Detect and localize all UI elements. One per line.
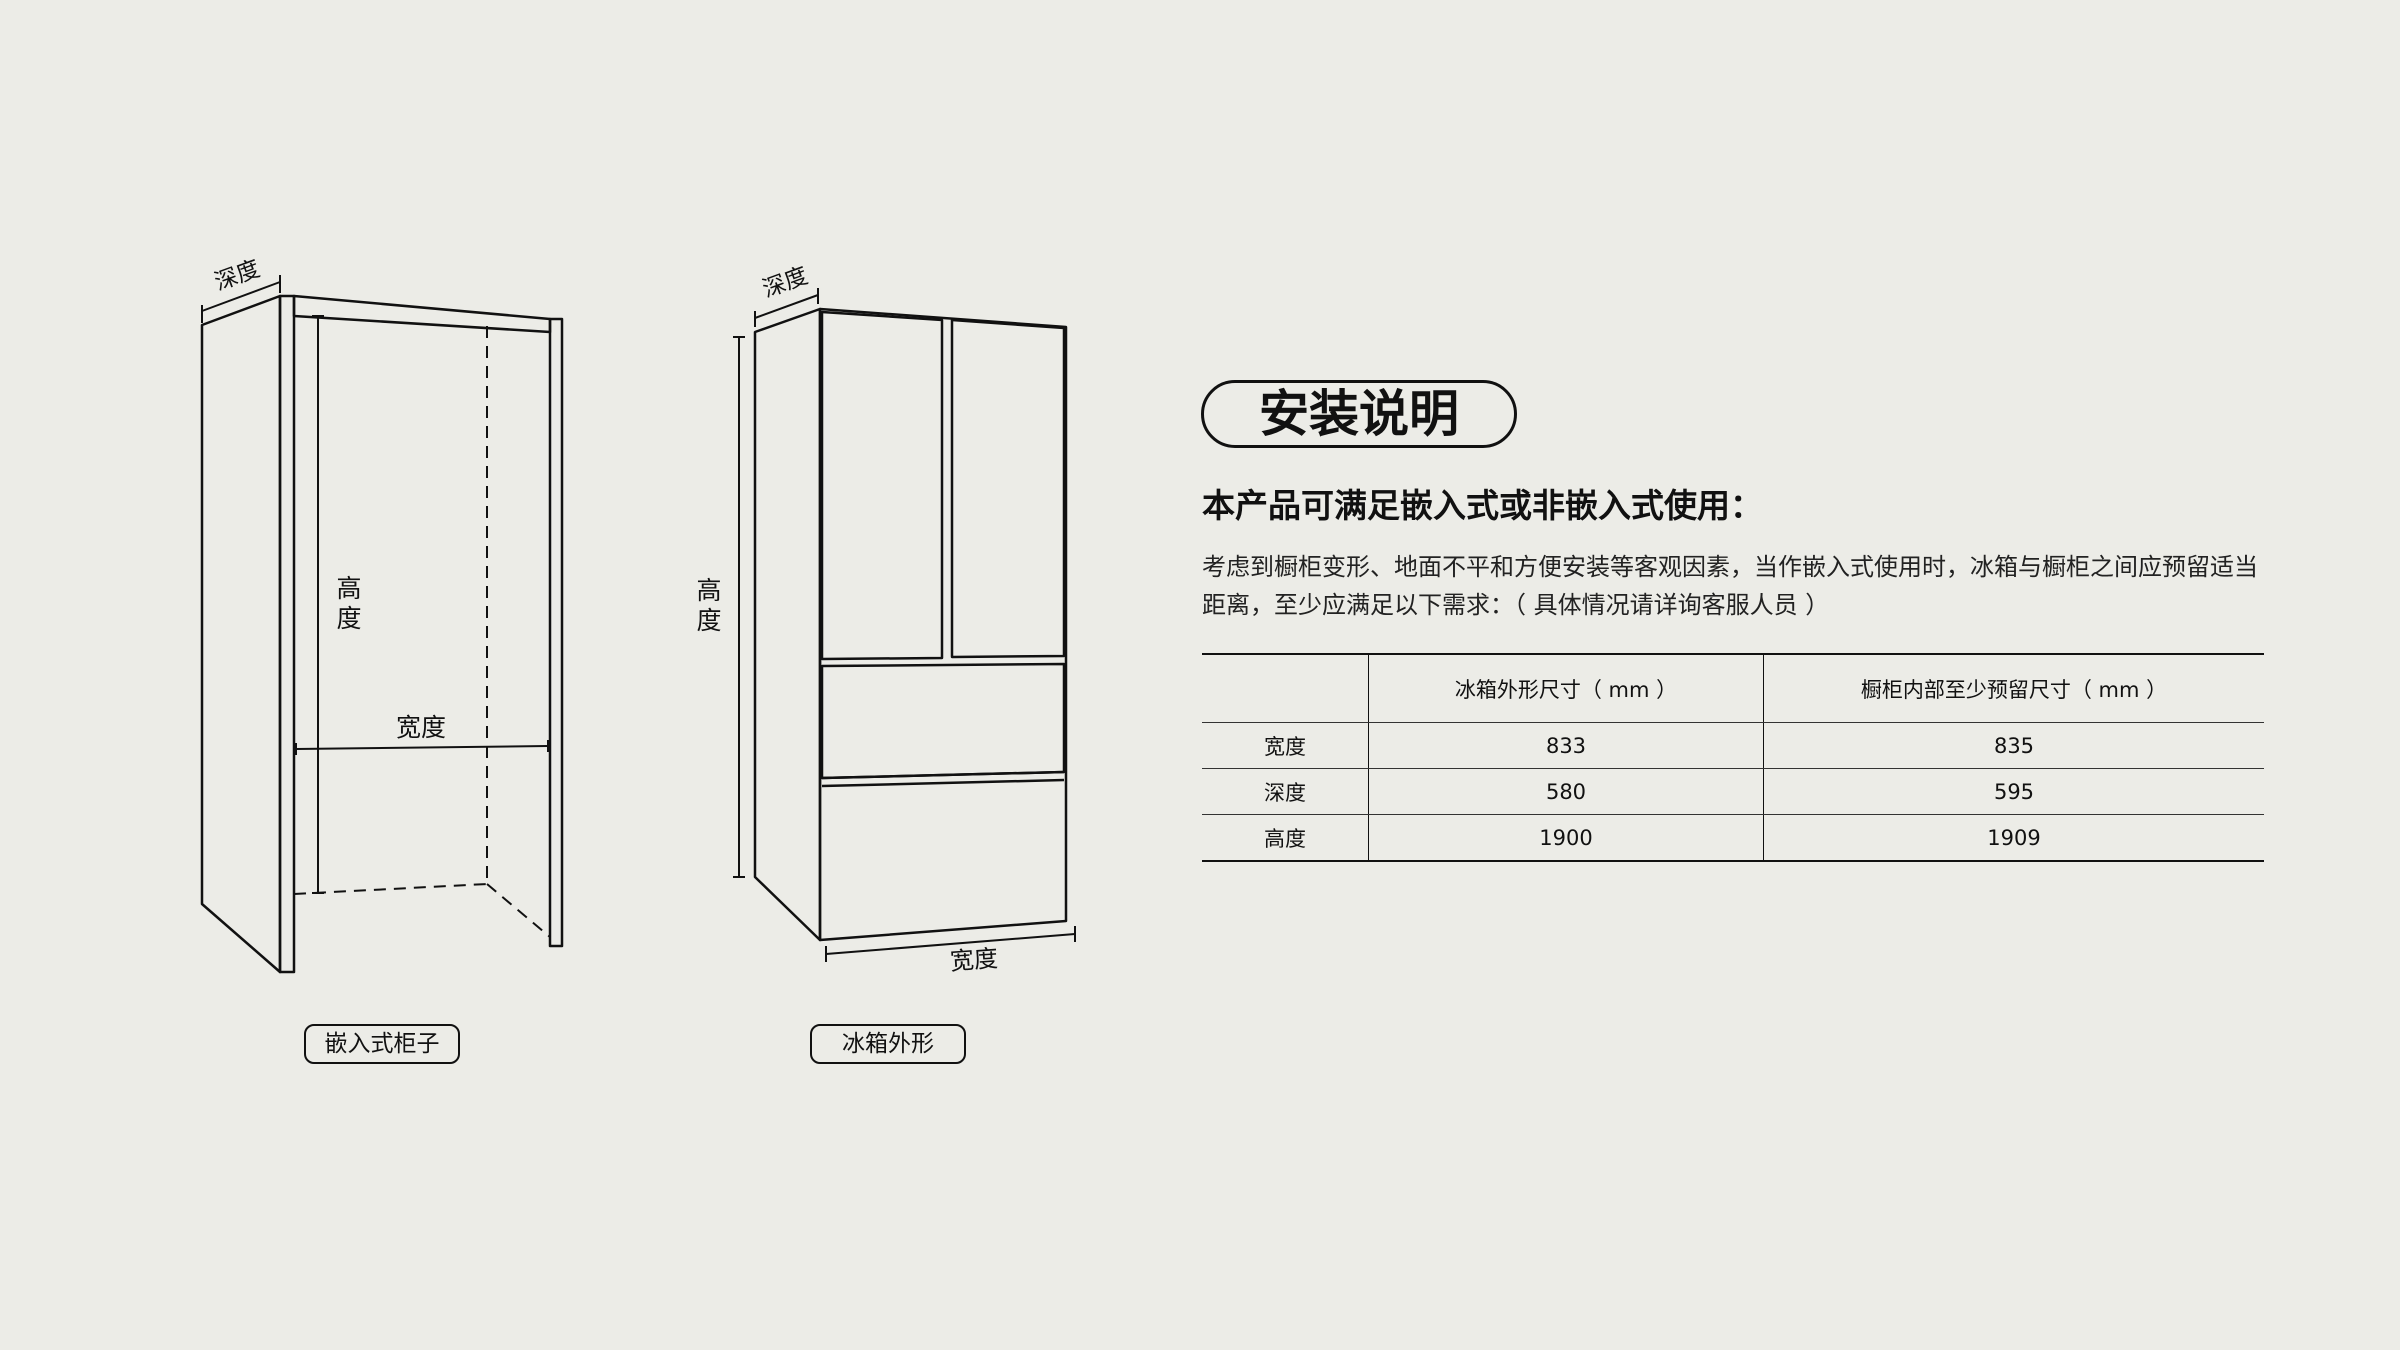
page-title: 安装说明 xyxy=(1201,380,1517,448)
table-row: 高度 1900 1909 xyxy=(1202,814,2264,862)
cabinet-depth-dimension xyxy=(201,281,281,312)
cabinet-height-label-1: 高 xyxy=(336,574,361,603)
spec-table: 冰箱外形尺寸（ mm ） 橱柜内部至少预留尺寸（ mm ） 宽度 833 835… xyxy=(1202,653,2264,862)
cabinet-width-dimension xyxy=(295,745,549,750)
row-label: 高度 xyxy=(1202,814,1369,862)
description: 考虑到橱柜变形、地面不平和方便安装等客观因素，当作嵌入式使用时，冰箱与橱柜之间应… xyxy=(1202,553,2258,619)
fridge-size-cell: 833 xyxy=(1368,722,1764,769)
fridge-height-label-2: 度 xyxy=(696,606,721,635)
table-header-cell: 橱柜内部至少预留尺寸（ mm ） xyxy=(1763,654,2264,723)
cabinet-drawing xyxy=(200,275,564,974)
fridge-caption: 冰箱外形 xyxy=(810,1024,966,1064)
cabinet-floor-back-dashed xyxy=(293,883,488,895)
fridge-left-door xyxy=(820,310,944,661)
fridge-front xyxy=(818,307,1068,942)
table-row: 深度 580 595 xyxy=(1202,768,2264,815)
fridge-drawing xyxy=(733,288,1076,962)
cabinet-left-edge xyxy=(278,294,296,974)
cabinet-size-cell: 595 xyxy=(1763,768,2264,815)
fridge-width-label: 宽度 xyxy=(949,944,999,975)
subtitle: 本产品可满足嵌入式或非嵌入式使用： xyxy=(1202,486,1763,525)
table-header-row: 冰箱外形尺寸（ mm ） 橱柜内部至少预留尺寸（ mm ） xyxy=(1202,654,2264,723)
fridge-lower-drawer xyxy=(821,778,1065,788)
cabinet-height-label-2: 度 xyxy=(336,604,361,633)
cabinet-top-panel xyxy=(292,294,552,334)
cabinet-right-panel xyxy=(548,317,564,948)
fridge-height-label-1: 高 xyxy=(696,576,721,605)
fridge-side-panel xyxy=(753,307,822,942)
cabinet-depth-label: 深度 xyxy=(211,256,263,296)
fridge-width-dimension xyxy=(825,933,1076,955)
table-header-cell: 冰箱外形尺寸（ mm ） xyxy=(1368,654,1764,723)
table-header-cell xyxy=(1202,654,1369,723)
cabinet-floor-right-dashed xyxy=(486,883,551,938)
cabinet-left-panel xyxy=(200,294,282,974)
fridge-depth-label: 深度 xyxy=(759,263,811,303)
fridge-upper-drawer xyxy=(820,662,1066,780)
row-label: 宽度 xyxy=(1202,722,1369,769)
row-label: 深度 xyxy=(1202,768,1369,815)
cabinet-size-cell: 1909 xyxy=(1763,814,2264,862)
table-row: 宽度 833 835 xyxy=(1202,722,2264,769)
fridge-depth-dimension xyxy=(754,294,819,319)
cabinet-caption: 嵌入式柜子 xyxy=(304,1024,460,1064)
fridge-size-cell: 1900 xyxy=(1368,814,1764,862)
installation-diagram: 深度 高 度 宽度 深度 高 度 宽度 xyxy=(200,256,1076,976)
cabinet-size-cell: 835 xyxy=(1763,722,2264,769)
cabinet-width-label: 宽度 xyxy=(396,713,446,742)
fridge-size-cell: 580 xyxy=(1368,768,1764,815)
fridge-right-door xyxy=(950,318,1066,659)
